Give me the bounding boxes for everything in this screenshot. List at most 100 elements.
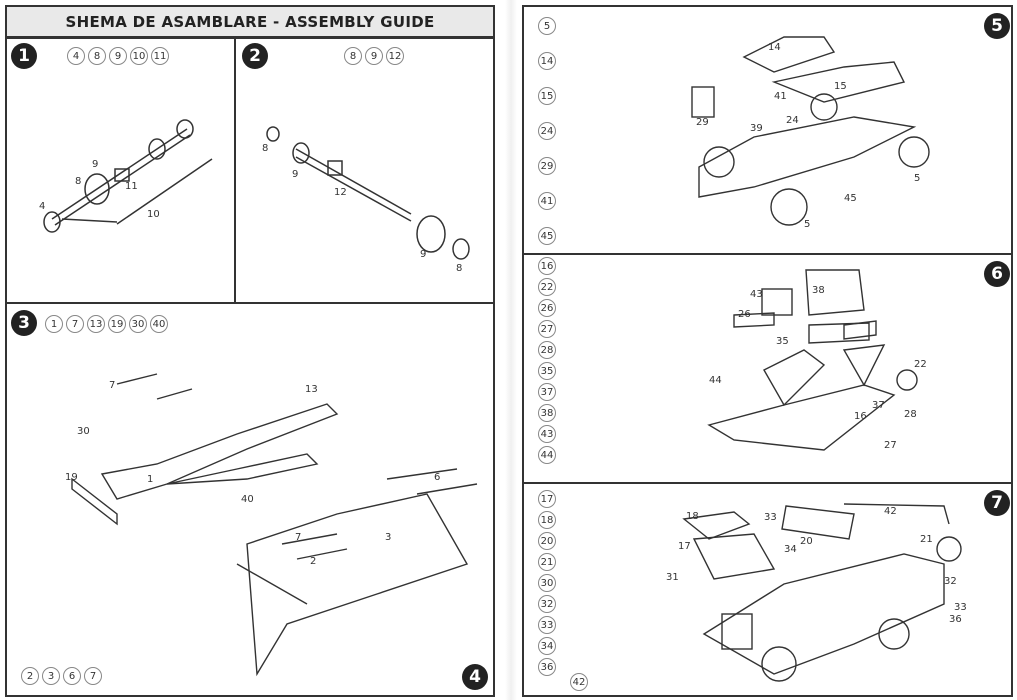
part-number: 13	[87, 315, 105, 333]
step-6-parts: 16 22 26 27 28 35 37 38 43 44	[538, 257, 556, 464]
part-number: 5	[538, 17, 556, 35]
part-number: 36	[538, 658, 556, 676]
step-6-badge: 6	[984, 261, 1010, 287]
interior-drawing	[707, 269, 918, 451]
part-number: 7	[66, 315, 84, 333]
callout-label: 5	[804, 219, 811, 230]
callout-label: 8	[262, 143, 269, 154]
callout-label: 18	[686, 511, 699, 522]
callout-label: 34	[784, 544, 797, 555]
callout-label: 6	[434, 472, 441, 483]
step-1-parts: 4 8 9 10 11	[67, 47, 169, 65]
callout-label: 8	[75, 176, 82, 187]
part-number: 37	[538, 383, 556, 401]
part-number: 40	[150, 315, 168, 333]
axle-shaft-drawing	[266, 126, 470, 260]
part-number: 42	[570, 673, 588, 691]
callout-label: 38	[812, 285, 825, 296]
callout-label: 2	[310, 556, 317, 567]
step-7-parts: 17 18 20 21 30 32 33 34 36	[538, 490, 556, 676]
callout-label: 20	[800, 536, 813, 547]
step-1-badge: 1	[11, 43, 37, 69]
callout-label: 24	[786, 115, 799, 126]
part-number: 15	[538, 87, 556, 105]
callout-label: 4	[39, 201, 46, 212]
step-1-panel: 1 4 8 9 10 11 9 8 11 4 10	[5, 37, 236, 304]
callout-label: 33	[954, 602, 967, 613]
callout-label: 44	[709, 375, 722, 386]
callout-label: 11	[125, 181, 138, 192]
step-2-parts: 8 9 12	[344, 47, 404, 65]
callout-label: 31	[666, 572, 679, 583]
page-fold	[505, 0, 517, 700]
body-floor-drawing	[691, 36, 930, 226]
chassis-drawing	[71, 373, 478, 677]
callout-label: 12	[334, 187, 347, 198]
part-number: 41	[538, 192, 556, 210]
callout-label: 27	[884, 440, 897, 451]
callout-label: 42	[884, 506, 897, 517]
callout-label: 41	[774, 91, 787, 102]
part-number: 16	[538, 257, 556, 275]
part-number: 12	[386, 47, 404, 65]
jeep-body-drawing	[682, 503, 962, 682]
part-number: 32	[538, 595, 556, 613]
step-4-parts: 2 3 6 7	[21, 667, 102, 685]
callout-label: 40	[241, 494, 254, 505]
part-number: 18	[538, 511, 556, 529]
part-number: 24	[538, 122, 556, 140]
part-number: 21	[538, 553, 556, 571]
part-number: 8	[88, 47, 106, 65]
page-title: SHEMA DE ASAMBLARE - ASSEMBLY GUIDE	[5, 5, 495, 38]
part-number: 45	[538, 227, 556, 245]
callout-label: 28	[904, 409, 917, 420]
step-5-panel: 5 14 15 24 29 41 45 5 14 15 41 29 39 24 …	[522, 5, 1013, 255]
step-6-panel: 16 22 26 27 28 35 37 38 43 44 6 43 38 26…	[522, 253, 1013, 484]
part-number: 10	[130, 47, 148, 65]
callout-label: 45	[844, 193, 857, 204]
step-3-4-panel: 3 1 7 13 19 30 40 7 13 30 19 1 40 6 7 3 …	[5, 302, 495, 697]
part-number: 8	[344, 47, 362, 65]
callout-label: 17	[678, 541, 691, 552]
callout-label: 19	[65, 472, 78, 483]
part-number: 9	[109, 47, 127, 65]
part-number: 30	[538, 574, 556, 592]
step-2-panel: 2 8 9 12 8 9 12 9 8	[234, 37, 495, 304]
callout-label: 37	[872, 400, 885, 411]
part-number: 44	[538, 446, 556, 464]
part-number: 2	[21, 667, 39, 685]
callout-label: 9	[92, 159, 99, 170]
part-number: 29	[538, 157, 556, 175]
callout-label: 32	[944, 576, 957, 587]
callout-label: 3	[385, 532, 392, 543]
step-4-badge: 4	[462, 664, 488, 690]
part-number: 30	[129, 315, 147, 333]
part-number: 1	[45, 315, 63, 333]
part-number: 4	[67, 47, 85, 65]
part-number: 20	[538, 532, 556, 550]
callout-label: 14	[768, 42, 781, 53]
part-number: 14	[538, 52, 556, 70]
step-7-badge: 7	[984, 490, 1010, 516]
step-5-badge: 5	[984, 13, 1010, 39]
callout-label: 43	[750, 289, 763, 300]
step-5-parts: 5 14 15 24 29 41 45	[538, 17, 556, 245]
part-number: 19	[108, 315, 126, 333]
callout-label: 26	[738, 309, 751, 320]
callout-label: 8	[456, 263, 463, 274]
part-number: 26	[538, 299, 556, 317]
callout-label: 1	[147, 474, 154, 485]
callout-label: 9	[292, 169, 299, 180]
part-number: 27	[538, 320, 556, 338]
callout-label: 7	[109, 380, 116, 391]
part-number: 9	[365, 47, 383, 65]
part-number: 6	[63, 667, 81, 685]
step-7-panel: 17 18 20 21 30 32 33 34 36 42 7 18 33 42…	[522, 482, 1013, 697]
part-number: 7	[84, 667, 102, 685]
callout-label: 10	[147, 209, 160, 220]
axle-assembly-drawing	[43, 119, 213, 233]
step-2-badge: 2	[242, 43, 268, 69]
callout-label: 21	[920, 534, 933, 545]
part-number: 38	[538, 404, 556, 422]
callout-label: 22	[914, 359, 927, 370]
